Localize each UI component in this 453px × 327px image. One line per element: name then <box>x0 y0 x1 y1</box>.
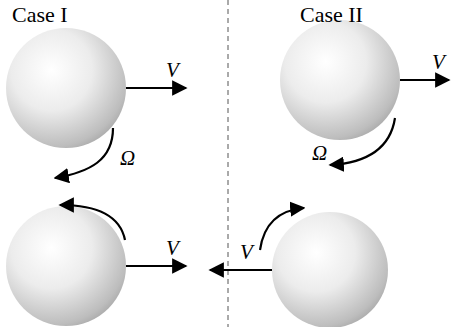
angular-velocity-label: Ω <box>120 148 135 169</box>
velocity-arrow <box>126 265 186 267</box>
rotation-arrow <box>55 128 113 178</box>
sphere <box>272 212 388 327</box>
velocity-label: V <box>166 238 179 259</box>
velocity-arrow <box>126 87 186 89</box>
velocity-arrow <box>210 269 272 271</box>
case-title: Case I <box>12 4 68 26</box>
velocity-arrow <box>400 79 449 81</box>
velocity-label: V <box>240 242 253 263</box>
rotation-arrow <box>260 208 304 250</box>
divider-line <box>228 0 229 327</box>
sphere <box>280 20 400 140</box>
angular-velocity-label: Ω <box>312 143 327 164</box>
sphere <box>6 206 126 326</box>
case-title: Case II <box>300 4 363 26</box>
rotation-arrow <box>330 118 395 165</box>
velocity-label: V <box>166 60 179 81</box>
rotation-arrow <box>60 205 125 240</box>
sphere <box>6 28 126 148</box>
velocity-label: V <box>432 52 445 73</box>
